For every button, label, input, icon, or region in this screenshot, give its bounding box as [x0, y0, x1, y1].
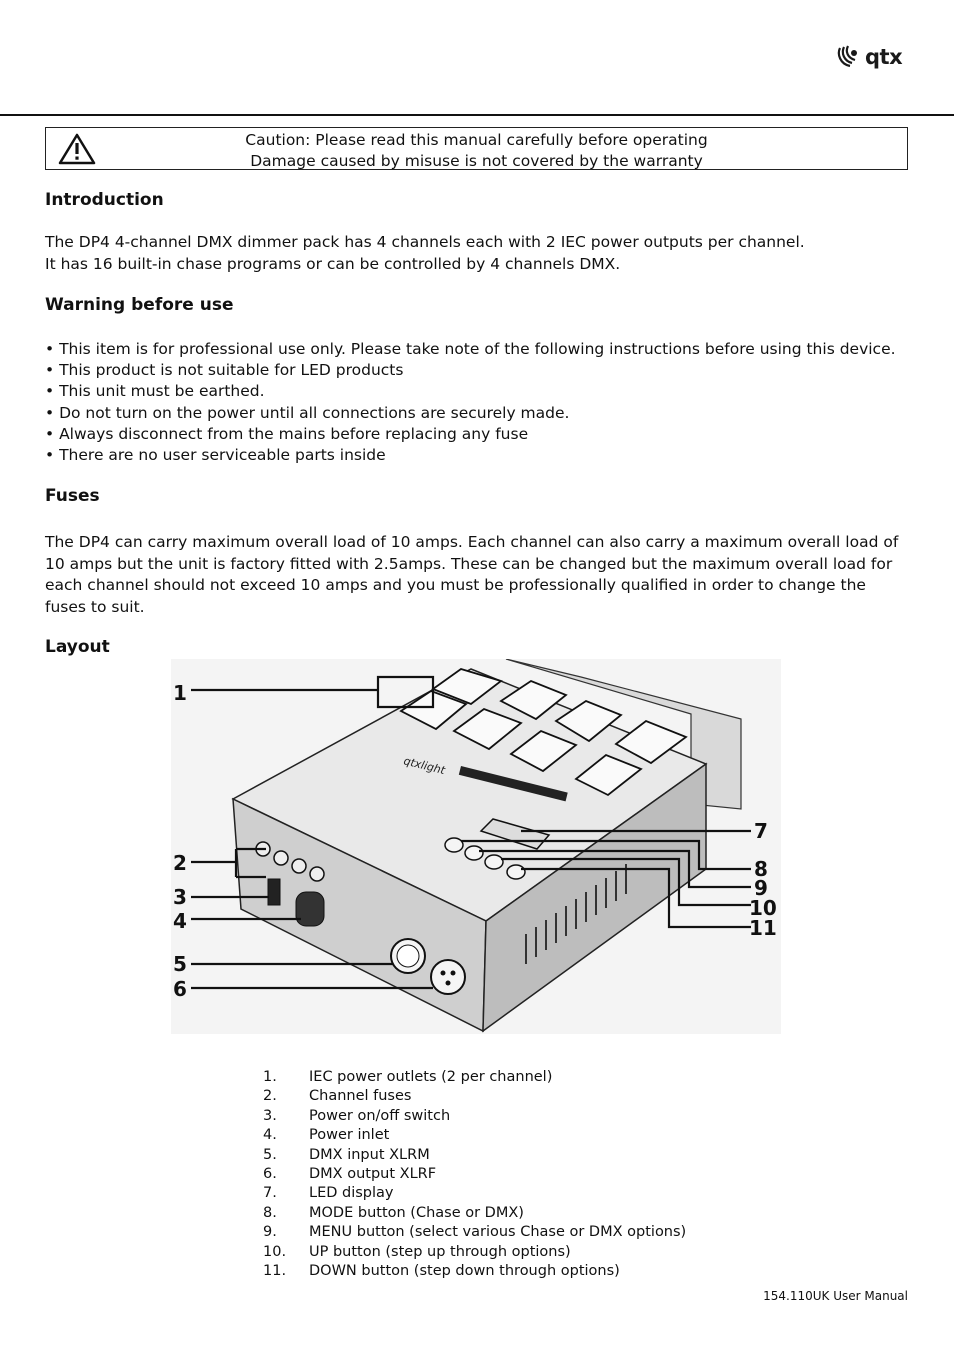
callout-11: 11: [749, 916, 777, 940]
header-rule: [0, 114, 954, 116]
warning-triangle-icon: [58, 133, 96, 165]
callout-8: 8: [754, 857, 768, 881]
warning-list: • This item is for professional use only…: [45, 339, 925, 466]
introduction-heading: Introduction: [45, 190, 164, 210]
warning-item: • This unit must be earthed.: [45, 382, 265, 401]
layout-heading: Layout: [45, 637, 110, 657]
list-item: 7.LED display: [263, 1185, 394, 1202]
parts-list: 1.IEC power outlets (2 per channel) 2.Ch…: [263, 1068, 686, 1281]
warning-heading: Warning before use: [45, 295, 234, 315]
caution-text: Caution: Please read this manual careful…: [46, 130, 907, 172]
callout-3: 3: [173, 885, 187, 909]
callout-10: 10: [749, 896, 777, 920]
list-item: 11.DOWN button (step down through option…: [263, 1263, 620, 1280]
callout-5: 5: [173, 952, 187, 976]
dimmer-pack-illustration: qtxlight: [171, 658, 781, 1034]
warning-item: • There are no user serviceable parts in…: [45, 446, 386, 465]
caution-line-2: Damage caused by misuse is not covered b…: [250, 152, 703, 170]
fuses-heading: Fuses: [45, 486, 100, 506]
warning-item: • Do not turn on the power until all con…: [45, 403, 570, 422]
caution-line-1: Caution: Please read this manual careful…: [245, 131, 708, 149]
list-item: 2.Channel fuses: [263, 1088, 412, 1105]
callout-4: 4: [173, 909, 187, 933]
fuses-paragraph: The DP4 can carry maximum overall load o…: [45, 533, 899, 616]
callout-9: 9: [754, 876, 768, 900]
callout-2: 2: [173, 851, 187, 875]
introduction-line-2: It has 16 built-in chase programs or can…: [45, 254, 621, 273]
caution-box: Caution: Please read this manual careful…: [45, 127, 908, 170]
list-item: 6.DMX output XLRF: [263, 1166, 437, 1183]
callout-7: 7: [754, 819, 768, 843]
footer-text: 154.110UK User Manual: [763, 1289, 908, 1303]
callout-1: 1: [173, 681, 187, 705]
warning-item: • This item is for professional use only…: [45, 340, 896, 358]
list-item: 3.Power on/off switch: [263, 1107, 451, 1124]
qtx-logo-mark-icon: [837, 45, 857, 68]
introduction-paragraph: The DP4 4-channel DMX dimmer pack has 4 …: [45, 232, 915, 275]
list-item: 10.UP button (step up through options): [263, 1243, 571, 1260]
warning-item: • This product is not suitable for LED p…: [45, 361, 404, 380]
logo-wordmark: qtx: [865, 45, 903, 69]
dimmer-pack-diagram: qtxlight: [171, 658, 781, 1034]
list-item: 4.Power inlet: [263, 1127, 390, 1144]
list-item: 5.DMX input XLRM: [263, 1146, 430, 1163]
callout-6: 6: [173, 977, 187, 1001]
warning-item: • Always disconnect from the mains befor…: [45, 424, 529, 443]
introduction-line-1: The DP4 4-channel DMX dimmer pack has 4 …: [45, 233, 805, 251]
qtx-logo: qtx: [836, 42, 903, 72]
list-item: 1.IEC power outlets (2 per channel): [263, 1069, 553, 1085]
list-item: 8.MODE button (Chase or DMX): [263, 1204, 524, 1221]
list-item: 9.MENU button (select various Chase or D…: [263, 1224, 687, 1241]
